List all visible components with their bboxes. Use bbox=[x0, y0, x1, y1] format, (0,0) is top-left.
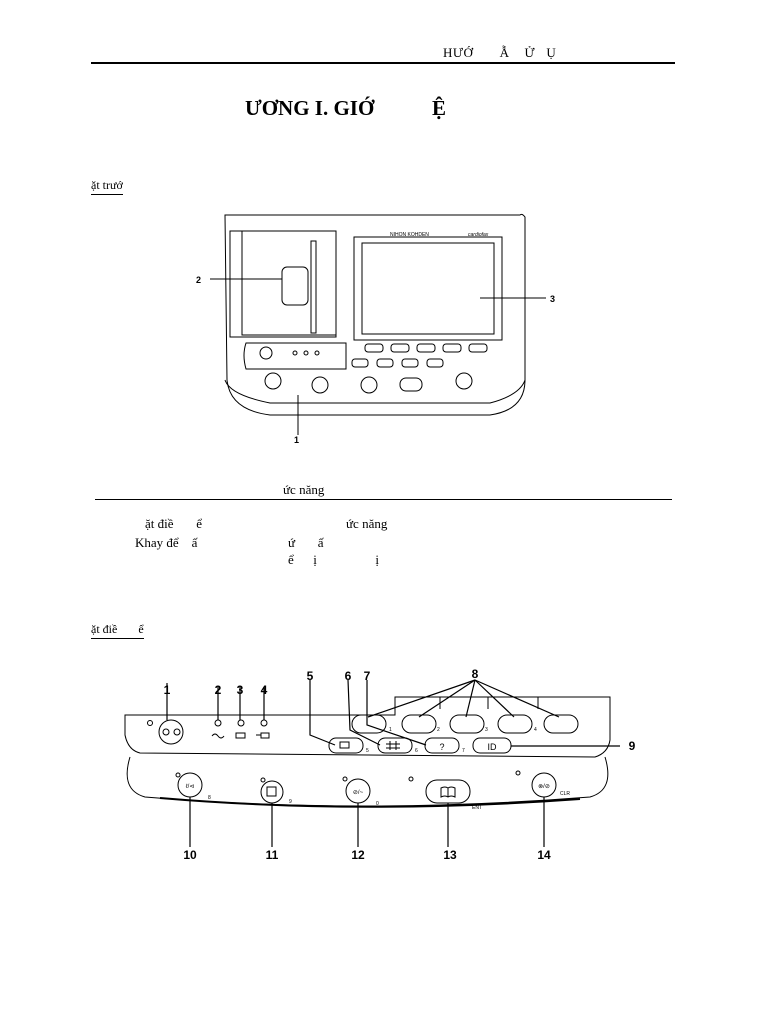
function-table-heading: ức năng bbox=[283, 482, 325, 497]
panel-callout-14: 14 bbox=[537, 848, 551, 862]
soft-key-4[interactable] bbox=[543, 714, 579, 734]
key-digit-1: 1 bbox=[389, 727, 392, 733]
panel-callout-9: 9 bbox=[629, 739, 636, 753]
key-digit-5: 5 bbox=[366, 748, 369, 754]
power-button[interactable] bbox=[158, 719, 184, 745]
panel-callout-3: 3 bbox=[237, 683, 244, 697]
chapter-title: ƯƠNG I. GIỚ Ệ bbox=[245, 96, 447, 120]
header-rule bbox=[91, 62, 675, 64]
panel-callout-4: 4 bbox=[261, 683, 268, 697]
ac-wave-icon bbox=[211, 733, 225, 739]
key-digit-2: 2 bbox=[437, 727, 440, 733]
lower-panel-edge bbox=[159, 797, 581, 808]
function-row-1-name: ặt điề ể bbox=[145, 516, 203, 531]
ent-label: ENT bbox=[472, 805, 482, 811]
lcd-bezel bbox=[353, 236, 503, 341]
grid-icon bbox=[386, 741, 400, 750]
filter-icon: ℓ/⊲ bbox=[186, 783, 195, 790]
control-panel-area bbox=[243, 342, 347, 370]
soft-key-3[interactable] bbox=[497, 714, 533, 734]
panel-callout-10: 10 bbox=[183, 848, 197, 862]
soft-key-0[interactable] bbox=[351, 714, 387, 734]
paper-compartment bbox=[229, 230, 337, 338]
stop-icon: ⊗/⊘ bbox=[538, 784, 550, 790]
front-view-heading: ặt trướ bbox=[91, 178, 123, 195]
copy-icon bbox=[339, 741, 350, 749]
id-label: ID bbox=[488, 742, 498, 752]
battery-icon bbox=[235, 732, 246, 739]
function-row-3-desc: ể ị ị bbox=[288, 552, 379, 567]
panel-callout-7: 7 bbox=[364, 669, 371, 683]
record-button[interactable] bbox=[260, 780, 284, 804]
control-panel-diagram: ? ID 1 2 3 4 5 6 7 ℓ/⊲ ⊘/~ ⊗/⊘ 8 9 0 ENT… bbox=[124, 667, 636, 862]
front-view-diagram: NIHON KOHDEN cardiofax 2 3 1 bbox=[196, 213, 555, 445]
paper-tray-door bbox=[241, 230, 337, 336]
key-digit-3: 3 bbox=[485, 727, 488, 733]
book-icon bbox=[440, 786, 456, 798]
key-digit-9: 9 bbox=[289, 799, 292, 805]
running-header: HƯỚ Ẫ Ử Ụ bbox=[443, 45, 557, 60]
brand-name: cardiofax bbox=[468, 232, 489, 238]
record-icon bbox=[266, 786, 277, 797]
panel-callout-1: 1 bbox=[164, 683, 171, 697]
battery-led bbox=[237, 719, 245, 727]
paper-slot bbox=[310, 240, 317, 334]
function-table-rule bbox=[95, 499, 672, 500]
upper-panel bbox=[124, 696, 611, 758]
function-row-2-name: Khay để ấ bbox=[135, 535, 198, 550]
ac-led bbox=[214, 719, 222, 727]
callout-3: 3 bbox=[550, 294, 555, 304]
device-body bbox=[224, 213, 526, 416]
key-digit-4: 4 bbox=[534, 727, 537, 733]
soft-key-2[interactable] bbox=[449, 714, 485, 734]
key-digit-0: 0 bbox=[376, 801, 379, 807]
brand-logo: NIHON KOHDEN bbox=[390, 232, 429, 238]
power-icon bbox=[162, 728, 170, 736]
key-digit-8: 8 bbox=[208, 795, 211, 801]
control-panel-heading: ặt điề ể bbox=[91, 622, 144, 639]
help-label: ? bbox=[439, 742, 444, 752]
clr-label: CLR bbox=[560, 791, 570, 797]
panel-callout-12: 12 bbox=[351, 848, 365, 862]
copy-button[interactable] bbox=[328, 737, 364, 754]
panel-callout-11: 11 bbox=[266, 848, 279, 862]
function-row-2-desc: ứ ấ bbox=[288, 535, 324, 550]
key-digit-6: 6 bbox=[415, 748, 418, 754]
panel-callout-5: 5 bbox=[307, 669, 314, 683]
callout-1: 1 bbox=[294, 435, 299, 445]
help-button[interactable] bbox=[424, 737, 460, 754]
panel-callout-2: 2 bbox=[215, 683, 222, 697]
grid-button[interactable] bbox=[377, 737, 413, 754]
key-digit-7: 7 bbox=[462, 748, 465, 754]
panel-callout-6: 6 bbox=[345, 669, 352, 683]
soft-key-1[interactable] bbox=[401, 714, 437, 734]
device-base-curve bbox=[224, 379, 526, 404]
tray-handle bbox=[281, 266, 309, 306]
panel-callout-13: 13 bbox=[443, 848, 457, 862]
lcd-screen bbox=[361, 242, 495, 335]
callout-2: 2 bbox=[196, 275, 201, 285]
charge-led bbox=[260, 719, 268, 727]
function-row-1-desc: ức năng bbox=[346, 516, 388, 531]
rhythm-icon: ⊘/~ bbox=[353, 790, 364, 796]
panel-callout-8: 8 bbox=[472, 667, 479, 681]
plug-icon bbox=[260, 732, 270, 739]
